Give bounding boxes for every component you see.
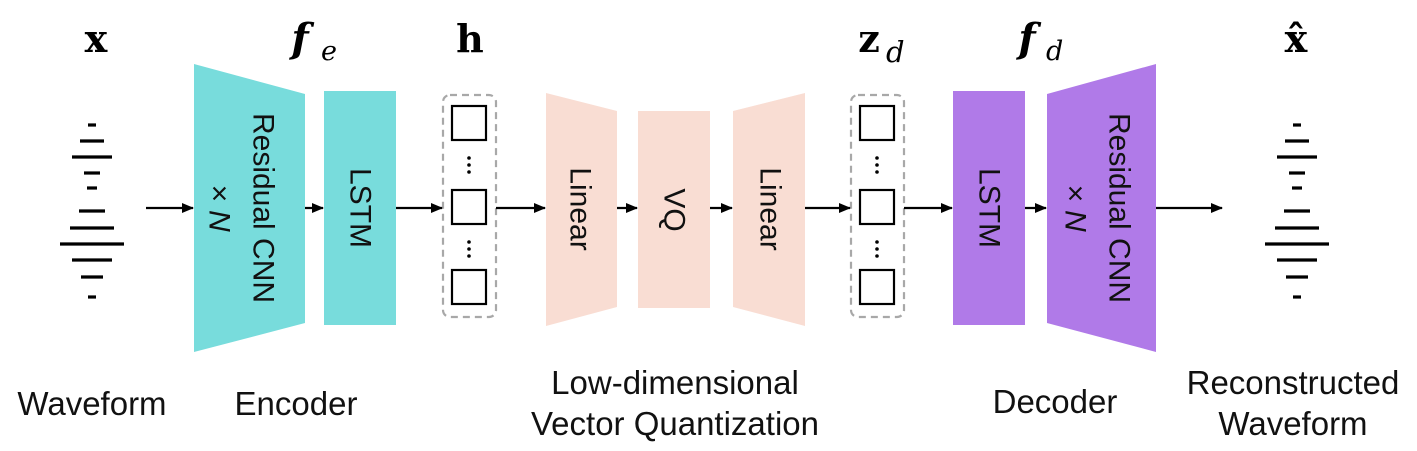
vq-label: VQ <box>658 188 691 231</box>
hidden-dashed-border <box>441 93 498 319</box>
linear-in-label: Linear <box>564 167 597 250</box>
decoder-residual-cnn-block: Residual CNN × N <box>1047 64 1156 352</box>
decoder-lstm-label: LSTM <box>973 168 1006 248</box>
hidden-cell <box>450 268 488 306</box>
quantized-cell <box>858 104 896 142</box>
quantization-caption-line2: Vector Quantization <box>531 405 819 442</box>
linear-out-shape <box>733 93 805 326</box>
decoder-function-letter: f <box>1015 15 1041 62</box>
decoder-cnn-repeat: × N <box>1059 184 1092 232</box>
linear-in-block: Linear <box>546 93 617 326</box>
linear-out-block: Linear <box>733 93 805 326</box>
decoder-function-symbol: f d <box>1015 15 1063 67</box>
encoder-function-symbol: f e <box>288 15 337 67</box>
hidden-cell <box>450 104 488 142</box>
encoder-lstm-label: LSTM <box>344 168 377 248</box>
decoder-function-subscript: d <box>1046 36 1063 67</box>
ellipsis-icon <box>875 240 879 258</box>
linear-out-label: Linear <box>754 167 787 250</box>
quantized-symbol: z d <box>858 16 904 69</box>
quantized-cell <box>858 268 896 306</box>
hidden-vector-column <box>441 93 498 319</box>
hidden-cell <box>450 188 488 226</box>
encoder-cnn-label: Residual CNN <box>247 113 280 303</box>
waveform-caption: Waveform <box>17 385 166 422</box>
input-waveform-icon <box>60 123 124 299</box>
quantized-dashed-border <box>849 93 906 319</box>
encoder-lstm-shape <box>324 91 396 325</box>
output-waveform-icon <box>1265 123 1329 299</box>
decoder-lstm-block: LSTM <box>953 91 1025 325</box>
decoder-caption: Decoder <box>993 383 1118 420</box>
output-symbol: x̂ <box>1285 16 1308 61</box>
decoder-lstm-shape <box>953 91 1025 325</box>
encoder-cnn-shape <box>194 64 305 352</box>
quantized-letter: z <box>858 16 880 61</box>
encoder-caption: Encoder <box>235 385 358 422</box>
encoder-cnn-repeat: × N <box>203 184 236 232</box>
vq-shape <box>638 111 710 308</box>
vq-block: VQ <box>638 111 710 308</box>
ellipsis-icon <box>875 156 879 174</box>
encoder-residual-cnn-block: Residual CNN × N <box>194 64 305 352</box>
reconstructed-caption-line2: Waveform <box>1218 405 1367 442</box>
ellipsis-icon <box>467 156 471 174</box>
quantization-caption-line1: Low-dimensional <box>551 364 799 401</box>
input-symbol: x <box>85 16 108 61</box>
encoder-lstm-block: LSTM <box>324 91 396 325</box>
quantized-subscript: d <box>886 35 905 69</box>
ellipsis-icon <box>467 240 471 258</box>
decoder-cnn-shape <box>1047 64 1156 352</box>
encoder-function-letter: f <box>288 15 314 62</box>
encoder-function-subscript: e <box>321 36 337 67</box>
hidden-symbol: h <box>456 16 484 61</box>
quantized-vector-column <box>849 93 906 319</box>
reconstructed-caption-line1: Reconstructed <box>1187 364 1400 401</box>
decoder-cnn-label: Residual CNN <box>1103 113 1136 303</box>
quantized-cell <box>858 188 896 226</box>
linear-in-shape <box>546 93 617 326</box>
